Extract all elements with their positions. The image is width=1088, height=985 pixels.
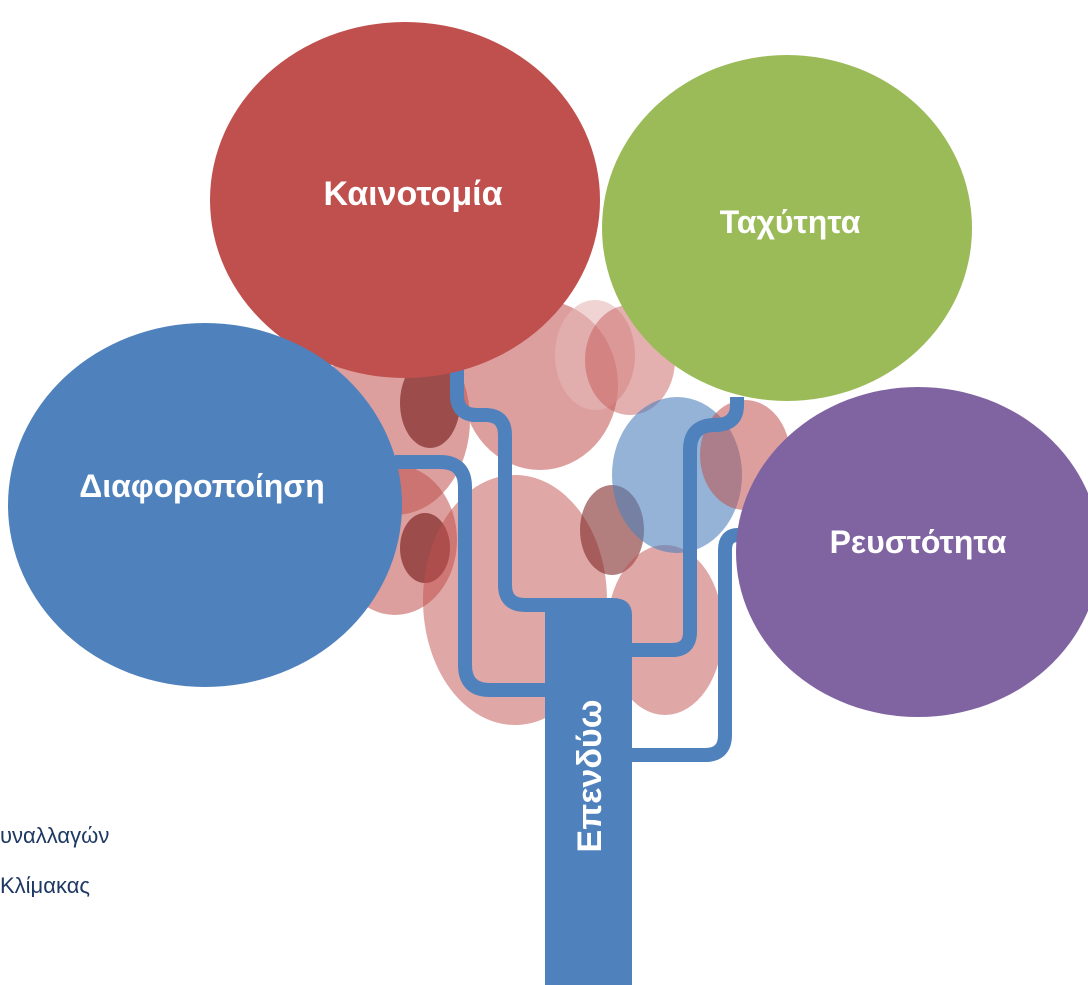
node-speed: Ταχύτητα: [602, 55, 972, 401]
trunk: Επενδύω: [545, 598, 632, 985]
side-text-line-2: Κλίμακας: [0, 873, 91, 898]
branches: [395, 355, 745, 762]
foliage-blob: [400, 358, 460, 448]
trunk-label: Επενδύω: [571, 700, 609, 853]
node-innovation-label: Καινοτομία: [324, 175, 503, 213]
foliage-blob: [555, 300, 635, 410]
node-diversification: Διαφοροποίηση: [8, 323, 402, 687]
node-liquidity-circle: [736, 387, 1088, 717]
node-liquidity: Ρευστότητα: [736, 387, 1088, 717]
node-diversification-label: Διαφοροποίηση: [79, 468, 324, 504]
side-text-line-1: υναλλαγών: [0, 823, 110, 848]
node-innovation-circle: [210, 22, 600, 378]
node-speed-label: Ταχύτητα: [720, 204, 861, 240]
branch-speed: [625, 397, 744, 657]
branch-diversification: [395, 455, 560, 697]
node-speed-circle: [602, 55, 972, 401]
branch-innovation: [450, 355, 560, 612]
node-innovation: Καινοτομία: [210, 22, 600, 378]
trunk-shape: [545, 598, 632, 985]
branch-liquidity: [625, 528, 745, 762]
node-diversification-circle: [8, 323, 402, 687]
node-liquidity-label: Ρευστότητα: [830, 524, 1007, 560]
